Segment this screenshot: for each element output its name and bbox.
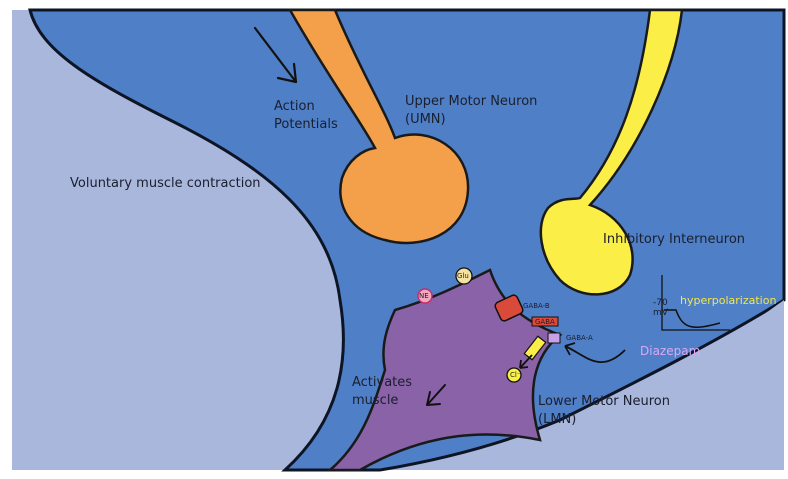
activates-muscle-label: Activates muscle (352, 374, 412, 410)
voltage-tick-label: -70 mV (653, 298, 668, 318)
ne-label: NE (419, 292, 429, 300)
gaba-a-label: GABA-A (566, 334, 593, 342)
gaba-b-label: GABA-B (523, 302, 550, 310)
action-potentials-label: Action Potentials (274, 98, 338, 134)
diazepam-label: Diazepam (640, 342, 700, 360)
inhibitory-interneuron-label: Inhibitory Interneuron (603, 231, 745, 249)
voluntary-contraction-label: Voluntary muscle contraction (70, 175, 261, 193)
umn-label: Upper Motor Neuron (UMN) (405, 93, 537, 129)
cl-label: Cl⁻ (510, 371, 521, 379)
lmn-label: Lower Motor Neuron (LMN) (538, 393, 670, 429)
gaba-label: GABA (535, 318, 555, 326)
hyperpolarization-label: hyperpolarization (680, 292, 776, 310)
glu-label: Glu (457, 272, 469, 280)
